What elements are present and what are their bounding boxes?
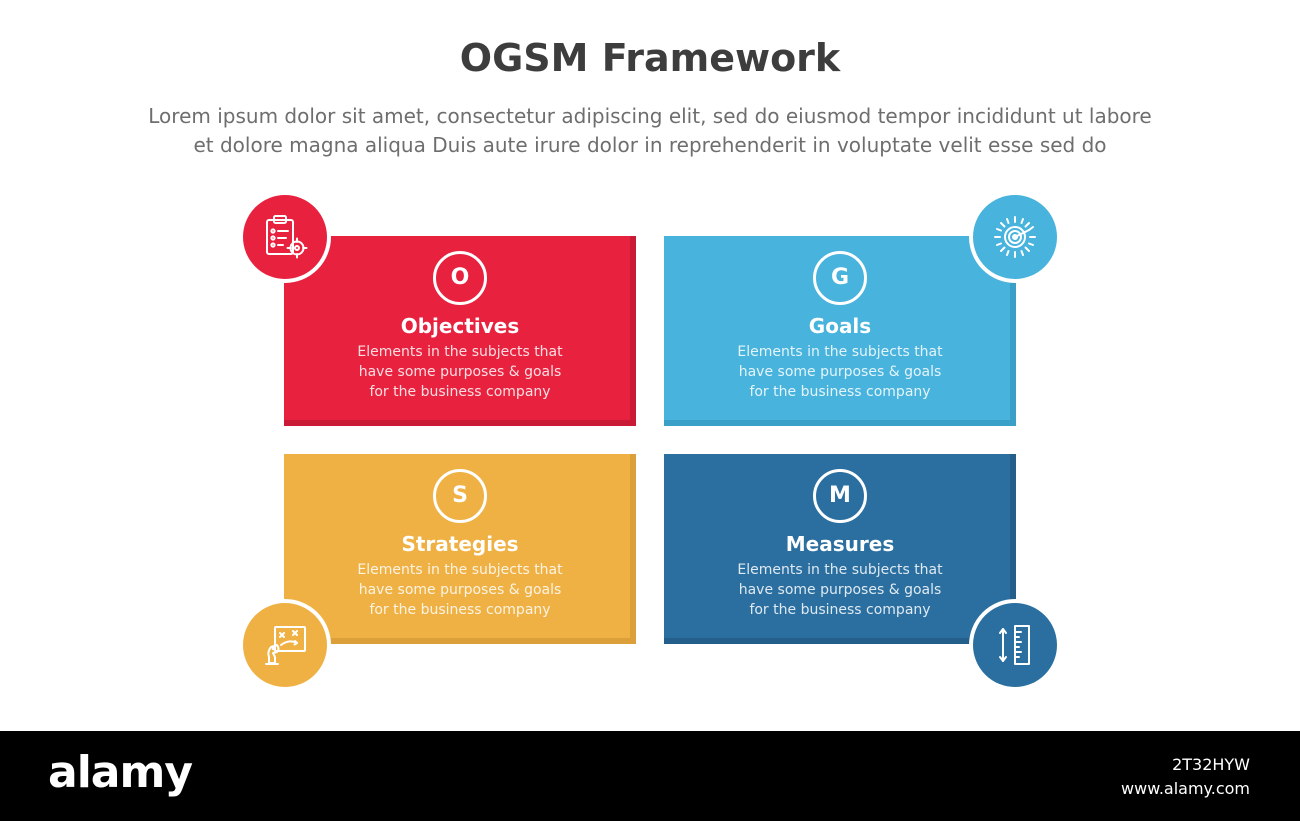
- subtitle-line-1: Lorem ipsum dolor sit amet, consectetur …: [148, 104, 1152, 128]
- measures-desc-line-3: for the business company: [749, 602, 931, 618]
- objectives-desc-line-1: Elements in the subjects that: [357, 344, 563, 360]
- goals-desc-line-3: for the business company: [749, 384, 931, 400]
- page-subtitle: Lorem ipsum dolor sit amet, consectetur …: [60, 102, 1240, 160]
- strategies-desc-line-3: for the business company: [369, 602, 551, 618]
- subtitle-line-2: et dolore magna aliqua Duis aute irure d…: [193, 133, 1107, 157]
- strategies-card: S Strategies Elements in the subjects th…: [284, 454, 636, 644]
- objectives-title: Objectives: [400, 314, 520, 338]
- clipboard-target-icon: [266, 215, 308, 259]
- goals-title: Goals: [808, 314, 872, 338]
- strategies-letter-circle: S: [433, 469, 487, 523]
- strategies-desc-line-1: Elements in the subjects that: [357, 562, 563, 578]
- objectives-card: O Objectives Elements in the subjects th…: [284, 236, 636, 426]
- goals-desc-line-1: Elements in the subjects that: [737, 344, 943, 360]
- goals-description: Elements in the subjects that have some …: [730, 342, 950, 402]
- strategies-description: Elements in the subjects that have some …: [350, 560, 570, 620]
- page-title: OGSM Framework: [459, 36, 841, 80]
- objectives-icon-badge: [239, 191, 331, 283]
- objectives-desc-line-3: for the business company: [369, 384, 551, 400]
- measures-desc-line-1: Elements in the subjects that: [737, 562, 943, 578]
- goals-desc-line-2: have some purposes & goals: [738, 364, 942, 380]
- strategies-title: Strategies: [401, 532, 519, 556]
- measures-card: M Measures Elements in the subjects that…: [664, 454, 1016, 644]
- footer-bar: alamy 2T32HYW www.alamy.com: [0, 731, 1300, 821]
- footer-image-code: 2T32HYW: [1172, 755, 1250, 774]
- strategies-desc-line-2: have some purposes & goals: [358, 582, 562, 598]
- goals-icon-badge: [969, 191, 1061, 283]
- objectives-desc-line-2: have some purposes & goals: [358, 364, 562, 380]
- ruler-measure-icon: [999, 625, 1030, 665]
- goals-letter-circle: G: [813, 251, 867, 305]
- measures-title: Measures: [785, 532, 895, 556]
- objectives-letter-circle: O: [433, 251, 487, 305]
- measures-icon-badge: [969, 599, 1061, 691]
- goals-card: G Goals Elements in the subjects that ha…: [664, 236, 1016, 426]
- footer-url: www.alamy.com: [1121, 779, 1250, 798]
- footer-logo: alamy: [48, 747, 193, 798]
- chess-strategy-board-icon: [265, 626, 306, 665]
- strategies-icon-badge: [239, 599, 331, 691]
- measures-letter-circle: M: [813, 469, 867, 523]
- objectives-description: Elements in the subjects that have some …: [350, 342, 570, 402]
- measures-desc-line-2: have some purposes & goals: [738, 582, 942, 598]
- measures-description: Elements in the subjects that have some …: [730, 560, 950, 620]
- dartboard-icon: [994, 216, 1036, 258]
